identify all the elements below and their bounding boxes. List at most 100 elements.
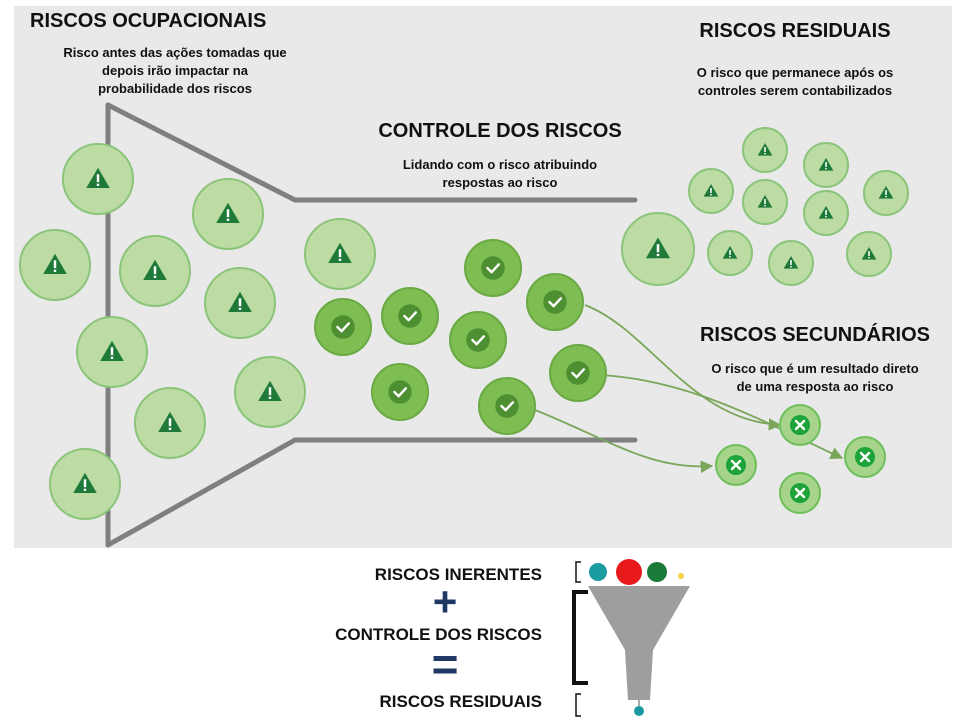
warning-exclamation-bar <box>238 298 242 307</box>
residual-risk <box>707 230 753 276</box>
checkmark-icon-bg <box>466 328 490 352</box>
funnel-line <box>105 437 298 548</box>
residual-risk-dot <box>634 706 644 716</box>
warning-exclamation-bar <box>153 266 157 275</box>
equation-graphics <box>572 559 690 717</box>
occupational-risk <box>49 448 121 520</box>
warning-exclamation-dot <box>764 204 766 207</box>
residual-risk <box>846 231 892 277</box>
occupational-title: RISCOS OCUPACIONAIS <box>30 10 267 32</box>
occupational-risk <box>62 143 134 215</box>
inherent-risk-dot <box>589 563 607 581</box>
warning-exclamation-dot <box>825 215 827 218</box>
equation-term-control: CONTROLE DOS RISCOS <box>335 625 542 644</box>
controlled-risk <box>549 344 607 402</box>
checkmark-icon <box>403 311 418 322</box>
residual-desc-line-1: O risco que permanece após os <box>696 65 894 80</box>
controlled-risk <box>478 377 536 435</box>
warning-exclamation-dot <box>226 218 230 221</box>
warning-exclamation-bar <box>764 199 766 204</box>
occupational-desc-line-2: depois irão impactar na <box>102 63 248 78</box>
warning-exclamation-dot <box>110 356 114 359</box>
occupational-risk <box>134 387 206 459</box>
bracket-top <box>575 561 581 583</box>
secondary-arrow <box>584 304 782 431</box>
controlled-risk <box>464 239 522 297</box>
funnel-icon <box>588 586 690 700</box>
checkmark-icon <box>486 263 501 274</box>
residual-risk <box>803 190 849 236</box>
warning-exclamation-dot <box>885 195 887 198</box>
secondary-arrow <box>534 409 714 474</box>
warning-exclamation-bar <box>825 210 827 215</box>
equation-plus-operator: + <box>432 578 458 625</box>
warning-exclamation-bar <box>656 244 660 253</box>
equation-term-inherent: RISCOS INERENTES <box>374 565 542 584</box>
residual-risk <box>621 212 695 286</box>
warning-exclamation-bar <box>53 260 57 269</box>
checkmark-icon-bg <box>398 304 422 328</box>
checkmark-icon-bg <box>481 256 505 280</box>
occupational-risk <box>76 316 148 388</box>
occupational-desc-line-3: probabilidade dos riscos <box>98 81 252 96</box>
checkmark-icon-bg <box>388 380 412 404</box>
warning-exclamation-bar <box>168 418 172 427</box>
checkmark-icon-bg <box>543 290 567 314</box>
warning-exclamation-bar <box>710 188 712 193</box>
residual-risk <box>742 179 788 225</box>
funnel-line <box>105 102 298 203</box>
occupational-risk <box>19 229 91 301</box>
equation-equals-operator: = <box>431 638 459 690</box>
checkmark-icon <box>571 368 586 379</box>
controlled-risk <box>371 363 429 421</box>
inherent-risk-dot <box>616 559 642 585</box>
control-title: CONTROLE DOS RISCOS <box>378 120 622 142</box>
warning-exclamation-dot <box>710 193 712 196</box>
x-mark-icon <box>794 487 806 499</box>
secondary-risk <box>715 444 757 486</box>
inherent-risk-dot <box>647 562 667 582</box>
checkmark-icon <box>500 401 515 412</box>
warning-exclamation-bar <box>764 147 766 152</box>
secondary-risk <box>779 472 821 514</box>
warning-exclamation-dot <box>238 307 242 310</box>
occupational-desc: Risco antes das ações tomadas que depois… <box>20 44 330 98</box>
residual-desc-line-2: controles serem contabilizados <box>697 83 893 98</box>
secondary-title: RISCOS SECUNDÁRIOS <box>699 324 931 346</box>
checkmark-icon <box>393 387 408 398</box>
residual-risk <box>803 142 849 188</box>
warning-exclamation-dot <box>83 488 87 491</box>
warning-exclamation-dot <box>53 269 57 272</box>
warning-exclamation-dot <box>729 255 731 258</box>
controlled-risk <box>449 311 507 369</box>
warning-exclamation-bar <box>790 260 792 265</box>
warning-exclamation-dot <box>764 152 766 155</box>
warning-exclamation-bar <box>268 387 272 396</box>
control-desc-line-2: respostas ao risco <box>442 175 558 190</box>
checkmark-icon-bg <box>495 394 519 418</box>
warning-exclamation-bar <box>868 251 870 256</box>
control-desc: Lidando com o risco atribuindo respostas… <box>340 156 660 192</box>
secondary-risk <box>779 404 821 446</box>
warning-exclamation-bar <box>226 209 230 218</box>
warning-exclamation-bar <box>338 249 342 258</box>
checkmark-icon-bg <box>566 361 590 385</box>
checkmark-icon-bg <box>331 315 355 339</box>
checkmark-icon <box>471 335 486 346</box>
secondary-risk <box>844 436 886 478</box>
checkmark-icon <box>548 297 563 308</box>
residual-risk <box>768 240 814 286</box>
secondary-desc-line-1: O risco que é um resultado direto <box>711 361 919 376</box>
warning-exclamation-bar <box>96 174 100 183</box>
secondary-arrows <box>534 304 844 474</box>
occupational-risk <box>234 356 306 428</box>
x-mark-icon <box>859 451 871 463</box>
control-desc-line-1: Lidando com o risco atribuindo <box>402 157 598 172</box>
controlled-risk <box>526 273 584 331</box>
warning-exclamation-dot <box>96 183 100 186</box>
secondary-desc: O risco que é um resultado direto de uma… <box>670 360 960 396</box>
controlled-risk <box>381 287 439 345</box>
occupational-desc-line-1: Risco antes das ações tomadas que <box>63 45 287 60</box>
warning-exclamation-dot <box>153 275 157 278</box>
